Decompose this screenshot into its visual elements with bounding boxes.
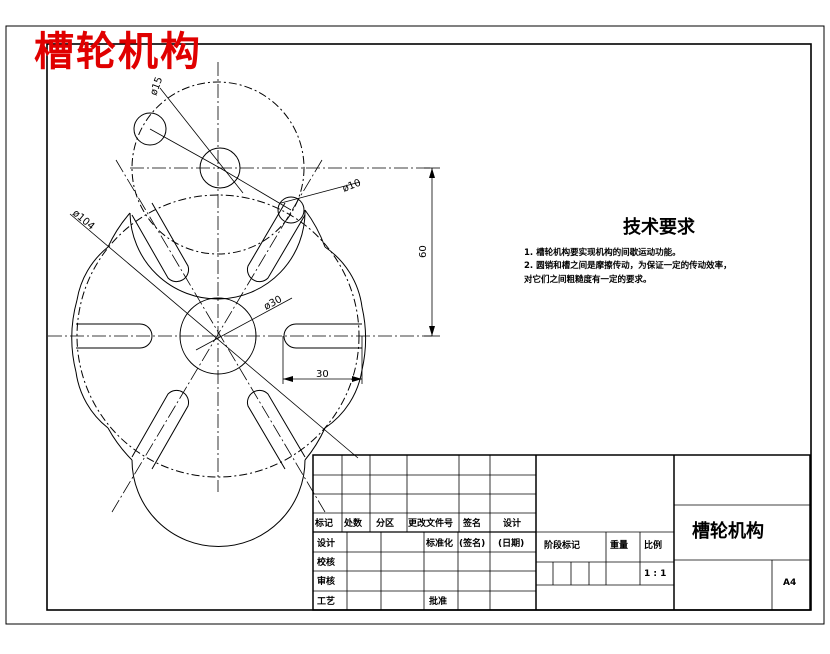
tb-scale: 比例 [644, 539, 662, 551]
dim-d30: ø30 [262, 294, 284, 313]
dimension-arrows [283, 168, 435, 382]
dim-d104: ø104 [70, 208, 96, 233]
tb-drawing-name: 槽轮机构 [692, 520, 764, 542]
tb-approve: 批准 [429, 595, 447, 607]
dimension-lines [69, 87, 440, 459]
slot-left [76, 323, 153, 349]
tb-process: 工艺 [317, 595, 335, 607]
wheel-outer-arcs [71, 209, 366, 461]
dim-d15: ø15 [148, 76, 165, 97]
tech-requirements-heading: 技术要求 [623, 217, 695, 238]
tb-signature: (签名) [459, 537, 485, 549]
tech-requirement-item: 1. 槽轮机构要实现机构的间歇运动功能。 [524, 247, 681, 258]
geneva-wheel [71, 81, 366, 547]
tb-design: 设计 [317, 537, 335, 549]
slot-lower-left [131, 389, 190, 470]
dim-d10: ø10 [341, 178, 363, 195]
tb-stage-mark: 阶段标记 [544, 539, 580, 551]
tb-sheet-size: A4 [783, 578, 796, 588]
tb-scale-value: 1 : 1 [644, 569, 666, 579]
dim-h60: 60 [418, 245, 429, 258]
slot-lower-right [246, 389, 306, 470]
tb-check: 校核 [317, 556, 335, 568]
tech-requirements: 技术要求 1. 槽轮机构要实现机构的间歇运动功能。 2. 圆销和槽之间是摩擦传动… [524, 214, 794, 288]
title-block [312, 454, 811, 611]
tb-standardize: 标准化 [425, 537, 453, 549]
wheel-contour [75, 209, 363, 547]
tb-header-change-doc: 更改文件号 [408, 517, 453, 529]
tb-header-design: 设计 [503, 517, 521, 529]
outer-frame [5, 25, 825, 625]
pin-circle-right [277, 196, 305, 224]
slot-right [283, 323, 362, 349]
pin-circle-small [133, 112, 167, 146]
dim-w30: 30 [316, 369, 329, 380]
tb-weight: 重量 [610, 539, 628, 551]
tb-header-sign: 签名 [462, 517, 481, 529]
tb-review: 审核 [317, 575, 335, 587]
tech-requirement-item: 2. 圆销和槽之间是摩擦传动，为保证一定的传动效率， [524, 261, 732, 272]
slot-upper-left [131, 202, 190, 283]
driver-path-circle [131, 81, 305, 255]
tb-header-zone: 分区 [376, 517, 394, 529]
page-title: 槽轮机构 [34, 28, 202, 75]
tb-header-mark: 标记 [314, 517, 333, 529]
tech-requirement-item: 对它们之间粗糙度有一定的要求。 [524, 274, 652, 285]
center-lines [48, 62, 432, 513]
tb-date: (日期) [498, 537, 524, 549]
slot-upper-right [246, 202, 306, 283]
tb-header-count: 处数 [343, 517, 363, 529]
